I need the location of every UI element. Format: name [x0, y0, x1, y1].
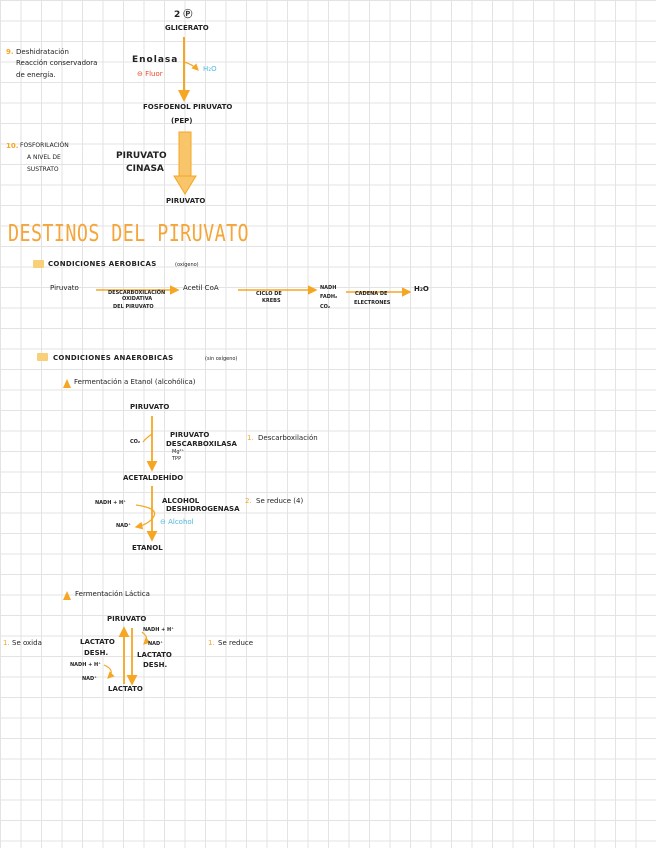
alc-enzyme2-2: DESHIDROGENASA — [166, 505, 240, 513]
alc-cofactor-1: Mg²⁺ — [172, 449, 185, 455]
lactic-bullet-icon — [63, 591, 71, 600]
lac-product: LACTATO — [108, 685, 143, 693]
alc-note2-number: 2. — [245, 497, 252, 505]
lactic-heading: Fermentación Láctica — [75, 590, 150, 598]
alc-intermediate: ACETALDEHÍDO — [123, 474, 184, 482]
lac-left-note-number: 1. — [3, 639, 10, 647]
aerobic-start: Piruvato — [50, 284, 79, 292]
aerobic-heading-marker — [33, 260, 44, 268]
aerobic-krebs-2: KREBS — [262, 298, 281, 304]
arrow-lac-right-loop — [141, 631, 151, 645]
aerobic-etc-2: ELECTRONES — [354, 300, 391, 306]
aerobic-products-2: FADH₂ — [320, 294, 338, 300]
alc-inhibitor: ⊖ Alcohol — [160, 518, 194, 526]
lac-right-nadh: NADH + H⁺ — [143, 627, 174, 633]
alc-enzyme2-1: ALCOHOL — [162, 497, 200, 505]
lac-left-enzyme-2: DESH. — [84, 649, 109, 657]
arrow-pk-shaft — [178, 131, 192, 179]
arrow-lac-left-loop — [103, 664, 115, 679]
water-out-label: H₂O — [203, 65, 217, 73]
aerobic-etc-1: CADENA DE — [355, 291, 388, 297]
aerobic-step1-1: DESCARBOXILACIÓN — [108, 290, 166, 296]
step10-number: 10. — [6, 142, 19, 150]
step9-text-3: de energía. — [16, 71, 56, 79]
alc-note2-text: Se reduce (4) — [256, 497, 304, 505]
pyruvate-product: PIRUVATO — [166, 197, 206, 205]
lac-left-nad: NAD⁺ — [82, 676, 97, 682]
enzyme-enolasa: Enolasa — [132, 55, 179, 65]
lac-start: PIRUVATO — [107, 615, 147, 623]
anaerobic-heading-marker — [37, 353, 48, 361]
aerobic-acetyl: Acetil CoA — [183, 284, 219, 292]
lac-right-nad: NAD⁺ — [148, 641, 163, 647]
glycerate-label-1: 2 Ⓟ — [174, 10, 193, 20]
aerobic-products-1: NADH — [320, 285, 337, 291]
arrow-water-out — [183, 61, 199, 71]
lac-right-note-number: 1. — [208, 639, 215, 647]
step10-text-2: A NIVEL DE — [27, 154, 61, 161]
lac-right-enzyme-2: DESH. — [143, 661, 168, 669]
lac-left-nadh: NADH + H⁺ — [70, 662, 101, 668]
step9-text-2: Reacción conservadora — [16, 59, 98, 67]
anaerobic-heading-note: (sin oxígeno) — [205, 356, 238, 362]
alc-enzyme1-2: DESCARBOXILASA — [166, 440, 237, 448]
glycerate-label-2: GLICERATO — [165, 24, 209, 32]
inhibitor-fluor: ⊖ Fluor — [137, 70, 163, 78]
alcoholic-bullet-icon — [63, 379, 71, 388]
alc-co2: CO₂ — [130, 439, 141, 445]
alc-note1-number: 1. — [247, 434, 254, 442]
alc-start: PIRUVATO — [130, 403, 170, 411]
step9-text-1: Deshidratación — [16, 48, 69, 56]
alc-nadh-in: NADH + H⁺ — [95, 500, 126, 506]
alc-nad-out: NAD⁺ — [116, 523, 131, 529]
lac-left-note-text: Se oxida — [12, 639, 42, 647]
alc-enzyme1-1: PIRUVATO — [170, 431, 210, 439]
aerobic-heading: CONDICIONES AEROBICAS — [48, 260, 157, 268]
arrow-nad-loop — [134, 504, 156, 530]
alc-cofactor-2: TPP — [172, 456, 182, 462]
step10-text-1: FOSFORILACIÓN — [20, 142, 69, 149]
arrow-co2 — [142, 433, 153, 443]
lac-right-note-text: Se reduce — [218, 639, 254, 647]
aerobic-products-3: CO₂ — [320, 304, 331, 310]
aerobic-step1-3: DEL PIRUVATO — [113, 304, 154, 310]
enzyme-pk-1: PIRUVATO — [116, 151, 167, 161]
arrow-pk-head — [173, 175, 197, 195]
alc-product: ETANOL — [132, 544, 163, 552]
pep-label-1: FOSFOENOL PIRUVATO — [143, 103, 233, 111]
step10-text-3: SUSTRATO — [27, 166, 59, 173]
pep-label-2: (PEP) — [171, 117, 193, 125]
lac-right-enzyme-1: LACTATO — [137, 651, 172, 659]
alc-note1-text: Descarboxilación — [258, 434, 318, 442]
lac-left-enzyme-1: LACTATO — [80, 638, 115, 646]
section-title: DESTINOS DEL PIRUVATO — [8, 221, 250, 247]
aerobic-final: H₂O — [414, 285, 429, 293]
alcoholic-heading: Fermentación a Etanol (alcohólica) — [74, 378, 196, 386]
aerobic-krebs-1: CICLO DE — [256, 291, 282, 297]
anaerobic-heading: CONDICIONES ANAEROBICAS — [53, 354, 174, 362]
aerobic-heading-note: (oxígeno) — [175, 262, 199, 268]
aerobic-step1-2: OXIDATIVA — [122, 296, 153, 302]
step9-number: 9. — [6, 48, 14, 56]
enzyme-pk-2: CINASA — [126, 164, 164, 174]
